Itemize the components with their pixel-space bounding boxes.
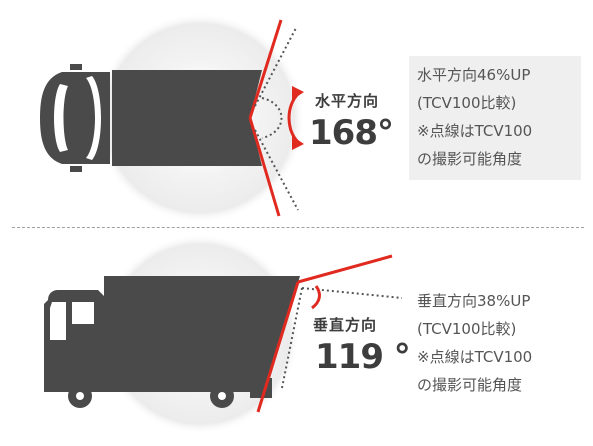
truck-top-roof-line	[86, 76, 101, 160]
truck-side-wheel-front-hub	[76, 392, 84, 400]
horizontal-view-line-lower	[248, 117, 281, 217]
info-line: の撮影可能角度	[417, 150, 523, 168]
section-divider	[12, 227, 584, 228]
vertical-direction-title: 垂直方向	[313, 316, 378, 334]
horizontal-angle-arrowhead-down	[292, 136, 304, 150]
info-line: (TCV100比較)	[417, 94, 517, 112]
info-line: ※点線はTCV100	[417, 348, 533, 366]
horizontal-info-box: 水平方向46%UP (TCV100比較) ※点線はTCV100 の撮影可能角度	[409, 56, 581, 180]
horizontal-angle-label: 水平方向	[315, 94, 379, 109]
info-line: 垂直方向38%UP	[417, 292, 531, 310]
vertical-view-line-upper	[297, 254, 393, 284]
vertical-angle-arrow-arc	[311, 285, 321, 310]
horizontal-direction-title: 水平方向	[315, 92, 380, 110]
tcv100-dotted-line-lower-bottom	[281, 287, 303, 389]
vertical-view-line-lower	[256, 281, 300, 413]
vertical-angle-label: 垂直方向	[313, 318, 377, 333]
info-line: (TCV100比較)	[417, 320, 517, 338]
vertical-angle-value: 119 °	[315, 337, 411, 377]
truck-top-mirror-lower	[70, 166, 82, 172]
info-line: の撮影可能角度	[417, 376, 523, 394]
horizontal-angle-value: 168°	[309, 113, 394, 153]
truck-side-cargo	[104, 276, 300, 378]
truck-side-wheel-rear-hub	[218, 392, 226, 400]
tcv100-dotted-arc	[261, 97, 283, 139]
truck-top-mirror-upper	[70, 64, 82, 70]
info-line: 水平方向46%UP	[417, 66, 531, 84]
vertical-info-box: 垂直方向38%UP (TCV100比較) ※点線はTCV100 の撮影可能角度	[409, 282, 581, 406]
truck-top-windshield	[54, 84, 68, 152]
horizontal-angle-arrowhead-up	[292, 86, 304, 100]
info-line: ※点線はTCV100	[417, 122, 533, 140]
tcv100-dotted-line-lower	[254, 129, 299, 211]
truck-side-cab-window-front	[50, 302, 66, 340]
truck-side-cab-window-side	[72, 302, 94, 324]
horizontal-view-line-upper	[248, 19, 283, 119]
truck-top-cargo	[112, 70, 262, 166]
